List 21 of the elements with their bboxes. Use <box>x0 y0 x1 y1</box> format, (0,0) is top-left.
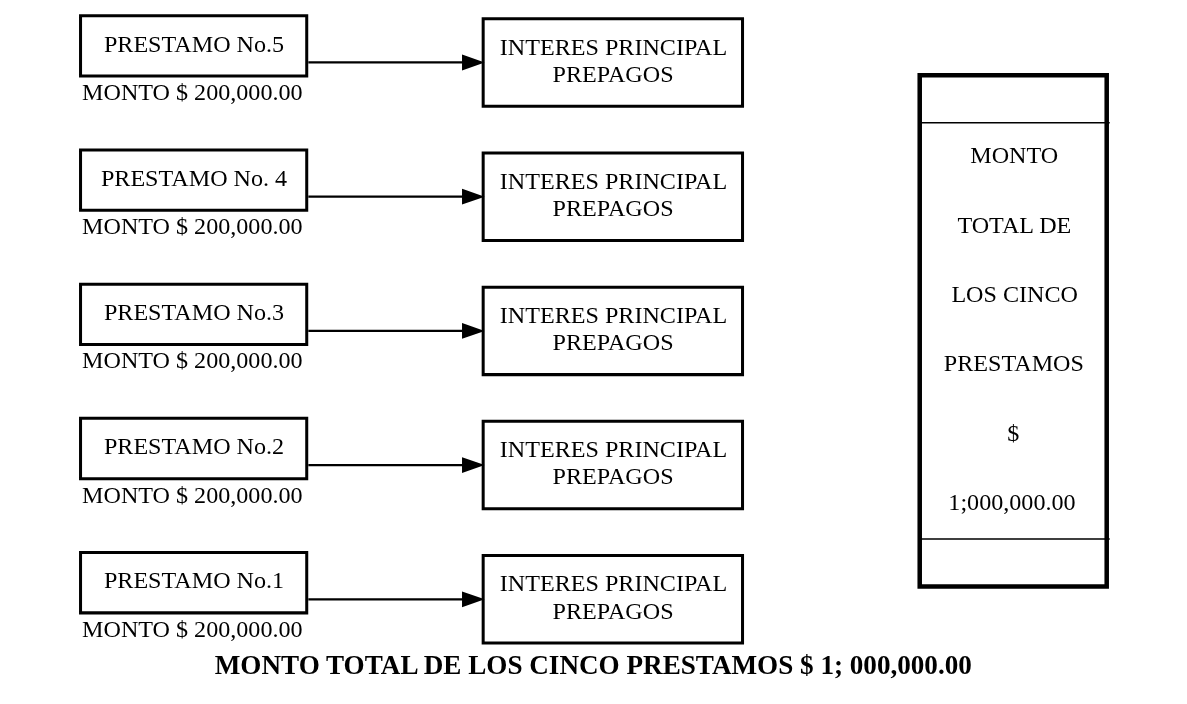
arrow <box>307 591 485 608</box>
node-box: INTERES PRINCIPAL PREPAGOS <box>481 554 744 645</box>
node-label: MONTO $ 200,000.00 <box>81 347 303 374</box>
arrow <box>307 322 485 339</box>
arrow <box>307 457 485 474</box>
node-box: PRESTAMO No.5 <box>78 14 308 78</box>
node-box: INTERES PRINCIPAL PREPAGOS <box>481 17 744 108</box>
node-label: MONTO $ 200,000.00 <box>81 213 303 240</box>
node-box: PRESTAMO No.1 <box>78 551 308 615</box>
node-label: MONTO $ 200,000.00 <box>81 615 303 642</box>
node-label: MONTO $ 200,000.00 <box>81 481 303 508</box>
node-box: PRESTAMO No.2 <box>78 416 308 481</box>
node-box: PRESTAMO No. 4 <box>78 148 308 212</box>
node-box: INTERES PRINCIPAL PREPAGOS <box>481 151 744 242</box>
node-label: MONTO $ 200,000.00 <box>81 78 303 105</box>
arrow <box>307 188 485 205</box>
node-box: PRESTAMO No.3 <box>78 282 308 346</box>
node-box: INTERES PRINCIPAL PREPAGOS <box>481 285 744 377</box>
node-box: INTERES PRINCIPAL PREPAGOS <box>481 419 744 511</box>
arrow <box>307 54 485 71</box>
caption: MONTO TOTAL DE LOS CINCO PRESTAMOS $ 1; 000,000.00 <box>214 649 972 680</box>
